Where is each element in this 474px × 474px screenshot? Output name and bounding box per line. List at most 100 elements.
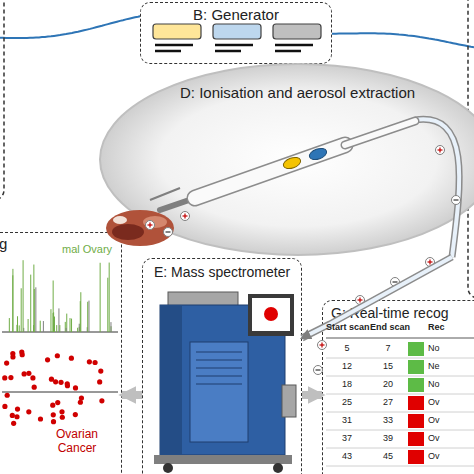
- ion-sign: [454, 199, 459, 200]
- ion-sign: [439, 148, 440, 153]
- instrument-side: [160, 305, 182, 455]
- ion-symbol: [452, 196, 461, 205]
- ion-sign: [321, 343, 322, 348]
- chart-label: mal Ovary: [62, 243, 112, 256]
- panel-title: D: Ionisation and aerosol extraction: [180, 84, 474, 101]
- spectrum-peak: [65, 322, 66, 332]
- spectrum-peak: [33, 265, 34, 332]
- table-rule: [326, 338, 474, 339]
- ion-sign: [393, 281, 398, 282]
- spectrum-peak: [54, 317, 55, 332]
- dashed-panel: B: Generator: [140, 2, 332, 64]
- lens-panel: D: Ionisation and aerosol extraction: [98, 62, 474, 257]
- extraction-tube: [415, 119, 459, 257]
- spectrum-peak: [100, 263, 101, 332]
- table-cell: 31: [326, 415, 368, 425]
- spectrum-peak: [110, 322, 111, 332]
- tissue-detail: [113, 216, 127, 224]
- scatter-axis: [2, 392, 118, 393]
- scatter-point: [5, 393, 10, 398]
- scatter-point: [2, 375, 7, 380]
- generator-bar: [275, 50, 301, 53]
- scatter-point: [10, 354, 15, 359]
- spectrum-peak: [66, 328, 67, 332]
- table-cell: 37: [326, 433, 368, 443]
- generator-display: [153, 24, 201, 39]
- table-cell: 33: [370, 415, 406, 425]
- table-rule: [326, 412, 474, 413]
- spectrum-peak: [77, 328, 78, 332]
- ion-sign: [184, 214, 185, 219]
- pen-button: [308, 146, 328, 161]
- ion-symbol: [436, 146, 445, 155]
- scatter-point: [20, 352, 25, 357]
- scatter-point: [98, 368, 103, 373]
- scatter-point: [51, 412, 56, 417]
- generator-bar: [275, 44, 313, 47]
- spectrum-peak: [53, 312, 54, 332]
- spectrum-peak: [107, 278, 108, 332]
- scatter-point: [87, 359, 92, 364]
- tissue-detail: [143, 216, 167, 228]
- table-cell: 12: [326, 361, 368, 371]
- scatter-point: [92, 360, 97, 365]
- pen-cable: [345, 121, 415, 145]
- scatter-point: [99, 398, 104, 403]
- ion-symbol: [318, 341, 327, 350]
- vent-line: [196, 352, 242, 353]
- spectrum-peak: [53, 280, 54, 332]
- scatter-point: [22, 371, 27, 376]
- flow-arrow: [122, 391, 142, 399]
- spectrum-peak: [23, 260, 24, 332]
- generator-display: [273, 24, 321, 39]
- scatter-point: [26, 409, 31, 414]
- spectrum-peak: [34, 289, 35, 332]
- scatter-point: [73, 412, 78, 417]
- scatter-point: [59, 409, 64, 414]
- spectrum-peak: [12, 275, 13, 332]
- spectrum-peak: [53, 325, 54, 332]
- panel-title: B: Generator: [141, 6, 331, 23]
- scatter-point: [73, 385, 78, 390]
- result-swatch: [408, 378, 424, 392]
- pen-body: [195, 145, 345, 198]
- monitor-frame: [248, 294, 294, 336]
- wheel: [163, 463, 173, 473]
- scatter-point: [19, 349, 24, 354]
- generator-bar: [155, 44, 193, 47]
- scatter-point: [45, 357, 50, 362]
- connector: [302, 395, 322, 396]
- inlet-unit: [282, 385, 296, 417]
- ion-sign: [316, 369, 321, 370]
- result-swatch: [408, 432, 424, 446]
- scatter-point: [14, 414, 19, 419]
- spectrum-peak: [80, 301, 81, 332]
- spectrum-peak: [87, 302, 88, 332]
- scatter-point: [30, 375, 35, 380]
- vent-line: [196, 384, 242, 385]
- ion-sign: [183, 215, 188, 216]
- pen-nozzle: [160, 198, 195, 210]
- spectrum-peak: [56, 325, 57, 332]
- table-cell: 45: [370, 451, 406, 461]
- instrument-base: [154, 455, 292, 464]
- scatter-point: [50, 403, 55, 408]
- table-cell: Rec: [428, 322, 472, 332]
- vent-line: [196, 376, 242, 377]
- scatter-point: [10, 351, 15, 356]
- table-cell: 5: [326, 343, 368, 353]
- instrument-panel: [190, 342, 248, 442]
- table-cell: Ne: [428, 361, 472, 371]
- spectrum-axis: [2, 332, 118, 333]
- vent-line: [196, 360, 242, 361]
- table-cell: Start scan: [326, 322, 368, 332]
- chart-label: Ovarian Cancer: [42, 428, 112, 456]
- scatter-point: [53, 379, 58, 384]
- scatter-point: [26, 371, 31, 376]
- pen-cable: [345, 121, 415, 145]
- tissue-sample: [106, 210, 174, 246]
- table-cell: 39: [370, 433, 406, 443]
- ion-sign: [148, 224, 153, 225]
- table-rule: [326, 376, 474, 377]
